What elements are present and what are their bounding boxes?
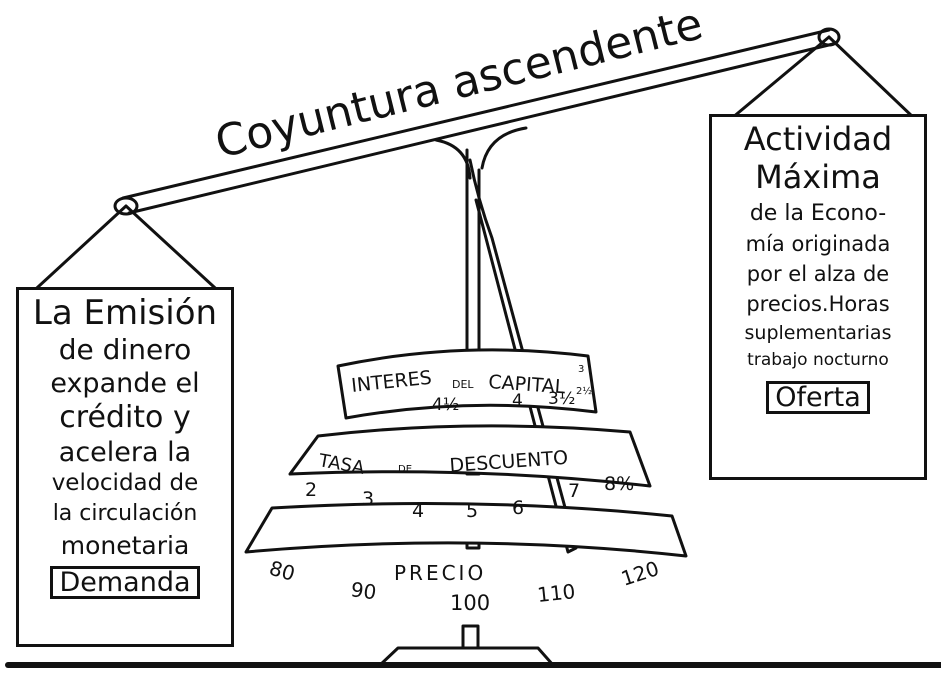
precio-tick: 120 xyxy=(618,556,662,591)
demanda-card-line: la circulación xyxy=(52,501,198,526)
descuento-tick: 2 xyxy=(305,479,317,501)
left-hanger xyxy=(24,204,228,300)
descuento-tick: 6 xyxy=(512,497,524,519)
oferta-tag: Oferta xyxy=(766,381,870,414)
descuento-tick: 8% xyxy=(604,473,634,495)
oferta-card-line: de la Econo- xyxy=(749,201,887,226)
interes-tick: 4½ xyxy=(432,395,459,415)
balance-post xyxy=(465,148,481,374)
precio-label: PRECIO xyxy=(394,561,486,585)
descuento-tick: 3 xyxy=(362,488,374,510)
precio-tick: 100 xyxy=(450,591,490,615)
precio-tick: 90 xyxy=(349,577,378,604)
descuento-tick: 5 xyxy=(466,500,478,522)
diagram-title: Coyuntura ascendente xyxy=(210,0,707,169)
beam-pivot-left xyxy=(113,196,139,216)
oferta-card-line: precios.Horas xyxy=(746,292,890,316)
demanda-card-line: crédito y xyxy=(59,400,191,435)
interes-label-part: DEL xyxy=(452,378,474,391)
oferta-card-line: suplementarias xyxy=(744,322,892,344)
descuento-tick: 4 xyxy=(412,500,424,522)
interes-tick: 2½ xyxy=(576,385,592,397)
oferta-card-line: trabajo nocturno xyxy=(747,350,889,370)
interes-tick: 3½ xyxy=(548,389,575,409)
oferta-card-line: por el alza de xyxy=(746,262,890,286)
interes-scale-band xyxy=(336,348,598,420)
descuento-label-part: DE xyxy=(398,464,412,475)
precio-tick: 80 xyxy=(267,556,298,586)
descuento-scale-band xyxy=(288,424,652,488)
balance-t-joint xyxy=(434,126,528,180)
demanda-card-line: expande el xyxy=(50,368,200,399)
demanda-card-line: de dinero xyxy=(58,333,192,366)
oferta-card-line: Máxima xyxy=(755,158,881,196)
precio-scale-band xyxy=(244,502,688,558)
demanda-card-line: acelera la xyxy=(58,437,192,468)
balance-beam xyxy=(121,28,835,215)
oferta-card-line: mía originada xyxy=(745,232,891,256)
demanda-card-line: velocidad de xyxy=(51,470,199,496)
interes-tick: 3 xyxy=(578,364,584,375)
right-hanger xyxy=(730,35,916,120)
demanda-card-line: monetaria xyxy=(60,531,190,560)
beam-pivot-right xyxy=(817,27,841,47)
balance-base xyxy=(378,646,555,667)
interes-tick: 4 xyxy=(512,391,523,411)
descuento-tick: 7 xyxy=(568,480,580,502)
interes-label-part: CAPITAL xyxy=(488,371,567,398)
oferta-card: Actividad Máxima de la Econo- mía origin… xyxy=(709,114,927,480)
demanda-tag: Demanda xyxy=(50,566,200,599)
oferta-card-line: Actividad xyxy=(743,120,893,158)
demanda-card: La Emisión de dinero expande el crédito … xyxy=(16,287,234,647)
precio-tick: 110 xyxy=(536,579,576,607)
demanda-card-line: La Emisión xyxy=(32,293,218,333)
balance-foot xyxy=(461,624,480,650)
